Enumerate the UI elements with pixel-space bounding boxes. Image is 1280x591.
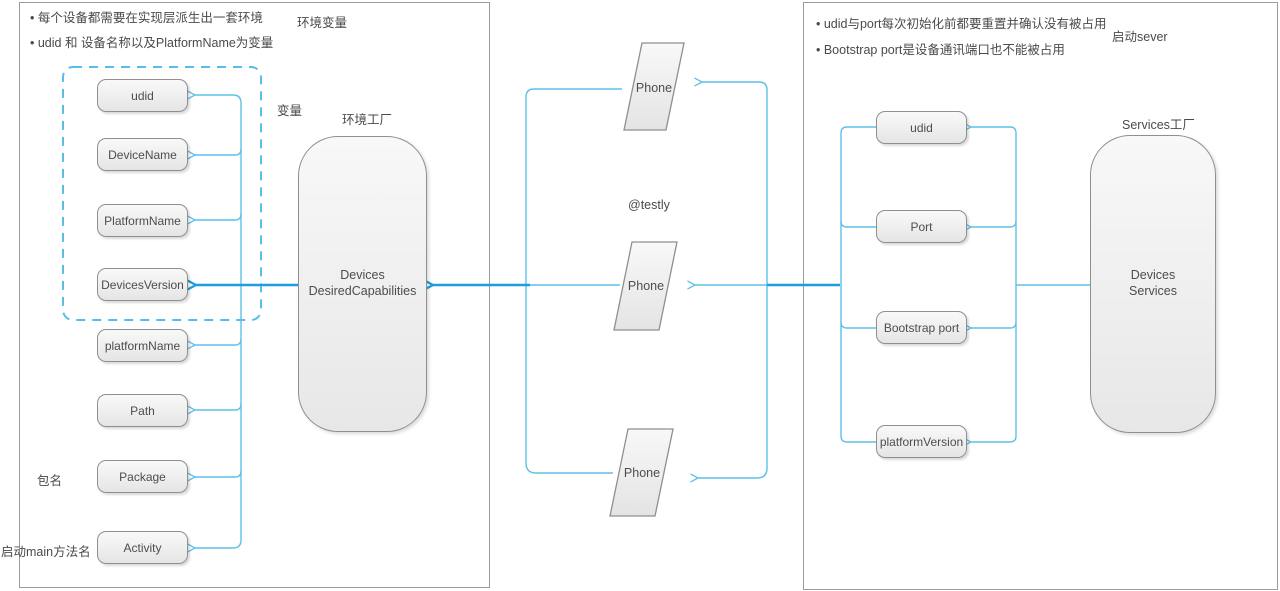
- phone-label-3: Phone: [624, 466, 660, 480]
- phone-shape-2: [613, 241, 678, 331]
- left-panel-frame: [19, 2, 490, 588]
- node-platformname-cap: PlatformName: [97, 204, 188, 237]
- right-note-2: • Bootstrap port是设备通讯端口也不能被占用: [816, 43, 1065, 57]
- package-annotation: 包名: [37, 474, 63, 488]
- phone-feed-lines: [687, 77, 768, 483]
- node-udid-right: udid: [876, 111, 967, 144]
- left-note-1: • 每个设备都需要在实现层派生出一套环境: [30, 11, 263, 25]
- node-devices-services: Devices Services: [1090, 135, 1216, 433]
- node-devicename: DeviceName: [97, 138, 188, 171]
- node-platformversion: platformVersion: [876, 425, 967, 458]
- node-udid-left: udid: [97, 79, 188, 112]
- activity-annotation: 启动main方法名: [1, 545, 91, 559]
- left-note-2: • udid 和 设备名称以及PlatformName为变量: [30, 36, 274, 50]
- phone-shape-3: [609, 428, 674, 517]
- phone-shape-1: [623, 42, 685, 131]
- left-region-label: 环境变量: [297, 16, 348, 30]
- right-panel-frame: [803, 2, 1278, 590]
- factory-name-line2: DesiredCapabilities: [308, 284, 417, 298]
- right-region-label: 启动sever: [1112, 30, 1168, 44]
- node-activity: Activity: [97, 531, 188, 564]
- phone-label-2: Phone: [628, 279, 664, 293]
- phone-label-1: Phone: [636, 81, 672, 95]
- services-name-line2: Services: [1129, 284, 1177, 298]
- factory-name-line1: Devices: [340, 268, 385, 283]
- node-package: Package: [97, 460, 188, 493]
- node-devices-desiredcapabilities: Devices DesiredCapabilities: [298, 136, 427, 432]
- node-port: Port: [876, 210, 967, 243]
- phone-shapes: [609, 42, 685, 517]
- node-devicesversion: DevicesVersion: [97, 268, 188, 301]
- vars-label: 变量: [277, 104, 303, 118]
- account-label: @testly: [628, 198, 670, 212]
- phone-collector-lines: [525, 88, 622, 474]
- node-path: Path: [97, 394, 188, 427]
- services-factory-label: Services工厂: [1122, 118, 1195, 132]
- env-factory-label: 环境工厂: [342, 113, 393, 127]
- services-name-line1: Devices: [1130, 268, 1176, 283]
- node-bootstrap-port: Bootstrap port: [876, 311, 967, 344]
- node-platformname: platformName: [97, 329, 188, 362]
- right-note-1: • udid与port每次初始化前都要重置并确认没有被占用: [816, 17, 1107, 31]
